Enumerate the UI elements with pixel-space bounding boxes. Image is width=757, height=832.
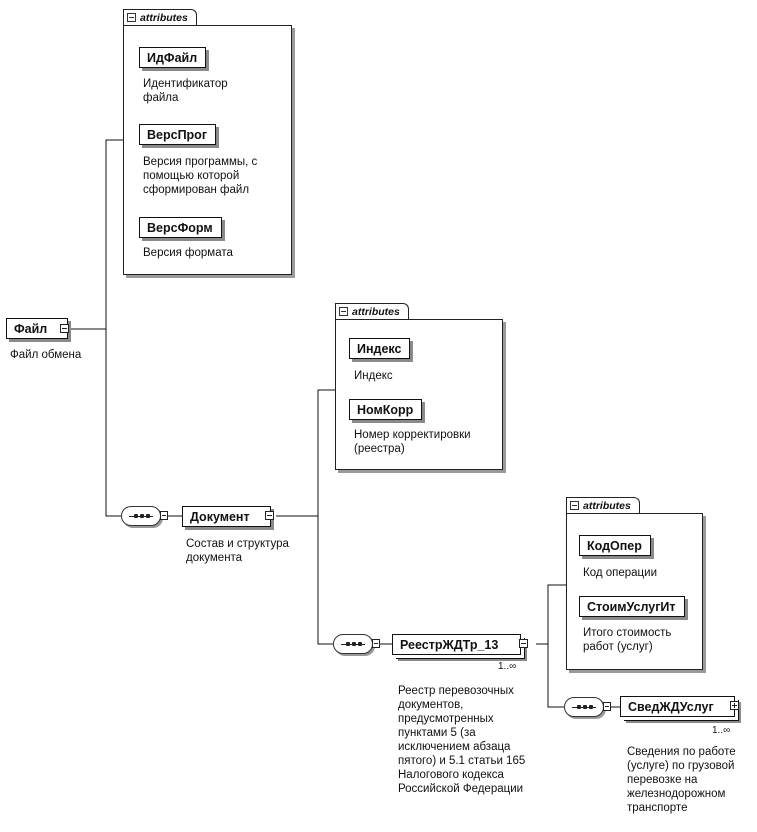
element-service[interactable]: СведЖДУслуг <box>620 696 735 717</box>
attribute-stoimuslugit-desc: Итого стоимость работ (услуг) <box>583 627 672 653</box>
collapse-icon[interactable] <box>603 702 611 711</box>
attribute-kodoper[interactable]: КодОпер <box>579 535 651 556</box>
sequence-compositor[interactable] <box>121 506 161 526</box>
expand-icon[interactable] <box>730 701 739 710</box>
element-document-desc: Состав и структура документа <box>186 538 289 564</box>
registry-cardinality: 1..∞ <box>498 661 517 672</box>
attribute-idfile-desc: Идентификатор файла <box>143 78 228 104</box>
collapse-icon[interactable] <box>160 511 168 520</box>
attribute-versprog[interactable]: ВерсПрог <box>139 124 217 145</box>
collapse-icon[interactable] <box>60 324 69 333</box>
attributes-tab: attributes <box>566 497 640 514</box>
element-registry[interactable]: РеестрЖДТр_13 <box>392 634 522 655</box>
element-document[interactable]: Документ <box>182 506 271 527</box>
attribute-kodoper-desc: Код операции <box>583 567 657 579</box>
service-cardinality: 1..∞ <box>712 725 731 736</box>
attribute-idfile[interactable]: ИдФайл <box>139 47 207 68</box>
collapse-icon[interactable] <box>519 639 528 648</box>
sequence-compositor[interactable] <box>333 634 373 654</box>
attribute-nomkorr-desc: Номер корректировки (реестра) <box>354 429 471 455</box>
attribute-index-desc: Индекс <box>354 370 393 382</box>
collapse-icon[interactable] <box>570 500 579 510</box>
attribute-stoimuslugit[interactable]: СтоимУслугИт <box>579 596 685 617</box>
collapse-icon[interactable] <box>265 511 274 520</box>
element-file-desc: Файл обмена <box>10 349 82 361</box>
element-file[interactable]: Файл <box>6 318 69 339</box>
collapse-icon[interactable] <box>372 639 380 648</box>
element-registry-desc: Реестр перевозочных документов, предусмо… <box>398 685 526 795</box>
attribute-index[interactable]: Индекс <box>349 338 411 359</box>
attributes-tab: attributes <box>335 303 409 320</box>
attribute-versform-desc: Версия формата <box>143 247 233 259</box>
collapse-icon[interactable] <box>127 12 136 22</box>
attribute-versform[interactable]: ВерсФорм <box>139 217 222 238</box>
collapse-icon[interactable] <box>339 306 348 316</box>
attribute-versprog-desc: Версия программы, с помощью которой сфор… <box>143 156 258 196</box>
attributes-tab: attributes <box>123 9 197 26</box>
element-service-desc: Сведения по работе (услуге) по грузовой … <box>627 746 736 814</box>
attribute-nomkorr[interactable]: НомКорр <box>349 399 423 420</box>
sequence-compositor[interactable] <box>564 697 604 717</box>
